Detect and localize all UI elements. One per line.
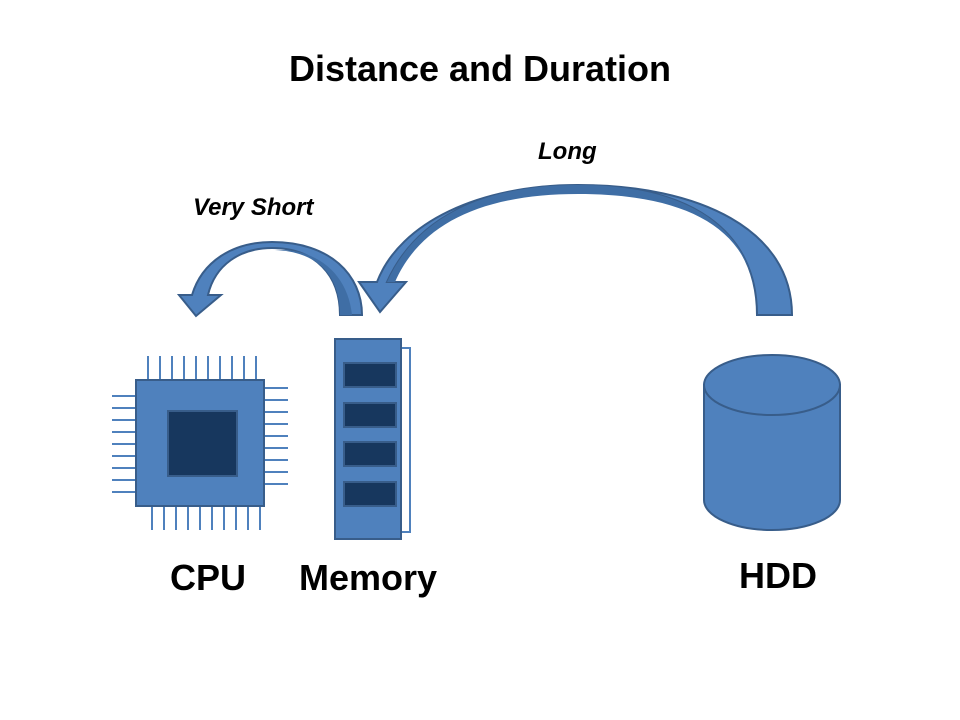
memory-chip bbox=[343, 362, 397, 388]
cpu-core bbox=[167, 410, 238, 477]
hdd-label: HDD bbox=[739, 555, 817, 596]
slide-title: Distance and Duration bbox=[288, 48, 672, 89]
memory-chip bbox=[343, 402, 397, 428]
memory-label: Memory bbox=[299, 557, 438, 598]
long-arrow bbox=[357, 183, 794, 316]
cpu-icon bbox=[112, 356, 288, 530]
hdd-body bbox=[703, 384, 841, 531]
cpu-label: CPU bbox=[170, 557, 247, 598]
memory-chip bbox=[343, 481, 397, 507]
hdd-top bbox=[703, 354, 841, 416]
very-short-label: Very Short bbox=[193, 194, 314, 221]
cpu-body bbox=[135, 379, 265, 507]
hdd-icon bbox=[703, 354, 841, 531]
short-arrow-inner bbox=[275, 249, 352, 315]
long-label: Long bbox=[538, 138, 597, 165]
memory-chip bbox=[343, 441, 397, 467]
memory-backplate bbox=[400, 347, 411, 533]
memory-icon bbox=[334, 338, 411, 540]
